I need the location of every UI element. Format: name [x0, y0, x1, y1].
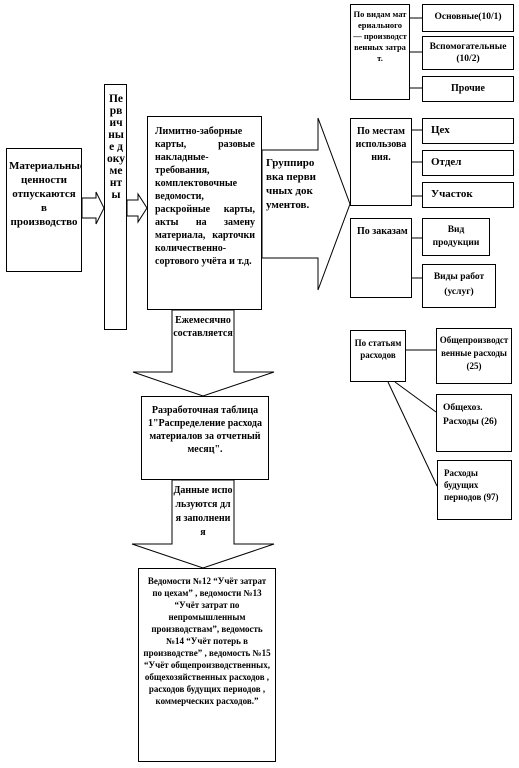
arrow-monthly-down [132, 309, 275, 397]
source-label: Материальные ценности отпускаются в прои… [9, 160, 82, 228]
dev-table-label: Разработочная таблица 1"Распределение ра… [148, 405, 262, 455]
item-shop: Цех [422, 118, 514, 144]
item-aux-materials: Вспомогательные (10/2) [422, 36, 514, 70]
monthly-label: Ежемесячно составляется [173, 315, 233, 339]
data-used-label: Данные используются для заполнения [173, 485, 233, 538]
group-by-expense-items-label: По статьям расходов [354, 338, 402, 360]
item-department: Отдел [422, 150, 514, 176]
item-future-expenses: Расходы будущих периодов (97) [437, 460, 512, 520]
documents-box: Лимитно-заборные карты, разовые накладны… [147, 116, 262, 310]
group-by-orders: По заказам [350, 218, 412, 298]
item-other: Прочие [422, 76, 514, 102]
item-product-type: Вид продукции [422, 218, 490, 256]
primary-docs-label: Первичные документы [107, 93, 125, 201]
arrow-source-to-docs [81, 191, 105, 225]
statements-box: Ведомости №12 “Учёт затрат по цехам” , в… [138, 568, 276, 762]
source-box: Материальные ценности отпускаются в прои… [6, 148, 82, 272]
arrow-docs-to-list [126, 192, 148, 224]
item-general-business: Общехоз. Расходы (26) [436, 394, 512, 452]
group-by-expense-items: По статьям расходов [350, 330, 406, 382]
item-work-types: Виды работ (услуг) [422, 264, 496, 308]
arrow-data-down [131, 479, 275, 569]
grouping-label: Группировка первичных документов. [266, 157, 316, 211]
group-by-orders-label: По заказам [357, 226, 408, 237]
group-by-cost-type: По видам материального — производственны… [350, 4, 410, 100]
group-by-cost-type-label: По видам материального — производственны… [353, 9, 407, 63]
primary-docs-box: Первичные документы [104, 84, 127, 330]
statements-label: Ведомости №12 “Учёт затрат по цехам” , в… [143, 576, 271, 706]
group-by-usage-place-label: По местам использования. [355, 126, 407, 163]
item-section: Участок [422, 182, 514, 208]
arrow-list-to-grouping [261, 117, 351, 291]
item-main-materials: Основные(10/1) [422, 4, 514, 32]
dev-table-box: Разработочная таблица 1"Распределение ра… [141, 396, 269, 480]
documents-label: Лимитно-заборные карты, разовые накладны… [155, 126, 255, 267]
item-general-production: Общепроизводственные расходы(25) [436, 328, 512, 384]
group-by-usage-place: По местам использования. [350, 118, 412, 206]
